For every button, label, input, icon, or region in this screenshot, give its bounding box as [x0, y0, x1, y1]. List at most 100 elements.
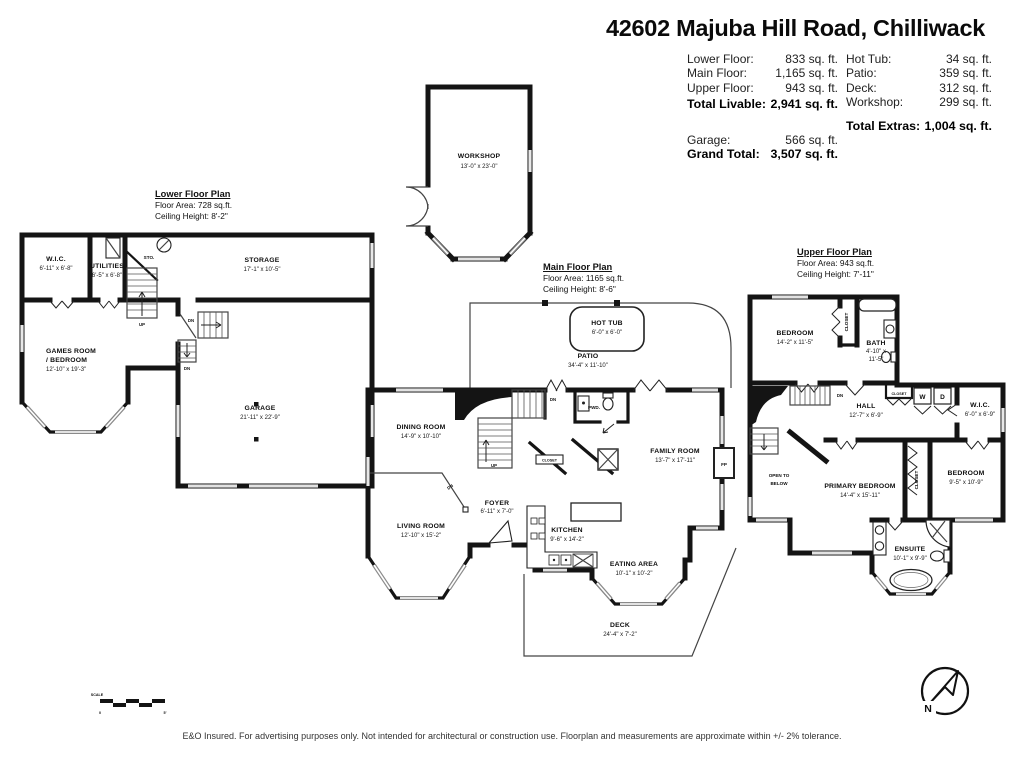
north-label: N [924, 703, 932, 715]
disclaimer-text: E&O Insured. For advertising purposes on… [182, 731, 842, 741]
upper-stairs-icon [749, 385, 831, 455]
room-label-bath: BATH [866, 340, 885, 347]
stat-upper-floor: Upper Floor:943 sq. ft. [687, 80, 838, 95]
upper-door-marks [794, 305, 991, 531]
stats-left-column: Lower Floor:833 sq. ft. Main Floor:1,165… [687, 52, 838, 162]
label-dn: DN [550, 397, 556, 402]
garage-post [254, 437, 259, 442]
room-dims-hot-tub: 6'-0" x 6'-0" [592, 330, 622, 336]
workshop-walls [424, 84, 534, 263]
room-dims-hall: 12'-7" x 6'-9" [849, 413, 883, 419]
label-dn: DN [837, 393, 843, 398]
room-label-bedroom2: BEDROOM [948, 470, 985, 477]
toilet-icon [929, 550, 945, 562]
stairs-up-icon [126, 267, 158, 319]
room-dims-kitchen: 9'-6" x 14'-2" [550, 537, 584, 543]
main-floor-header: Main Floor Plan Floor Area: 1165 sq.ft. … [543, 262, 625, 294]
room-dims-patio: 34'-4" x 11'-10" [568, 363, 608, 369]
deck-outline [523, 547, 737, 657]
room-label-hall-closet: CLOSET [892, 392, 908, 396]
svg-text:DN: DN [446, 483, 454, 491]
patio-post [614, 300, 620, 306]
room-dims-primary: 14'-4" x 15'-11" [840, 493, 880, 499]
living-dining-step: DN [370, 472, 469, 513]
room-dims-wic: 6'-11" x 6'-8" [39, 266, 72, 272]
room-dims-wic-upper: 6'-0" x 6'-9" [965, 412, 995, 418]
soaker-tub-icon [889, 568, 933, 592]
toilet-icon [880, 350, 892, 364]
stat-total-extras: Total Extras:1,004 sq. ft. [846, 119, 992, 134]
patio-post [542, 300, 548, 306]
room-label-family: FAMILY ROOM [650, 448, 700, 455]
room-dims-workshop: 13'-0" x 23'-0" [461, 164, 498, 170]
room-dims-bath-2: 11'-5" [869, 357, 884, 363]
room-label-closet2: CLOSET [914, 470, 919, 489]
room-label-storage: STORAGE [245, 257, 280, 264]
utility-tank-icon [105, 237, 172, 259]
room-dims-family: 13'-7" x 17'-11" [655, 458, 695, 464]
room-dims-bedroom2: 9'-5" x 10'-9" [949, 480, 983, 486]
room-dims-utilities: 6'-5" x 6'-8" [92, 273, 122, 279]
room-label-deck: DECK [610, 622, 630, 629]
room-label-wic: W.I.C. [46, 256, 66, 263]
room-label-wic-upper: W.I.C. [970, 402, 990, 409]
scale-label: SCALE [91, 693, 104, 697]
room-label-bedroom1: BEDROOM [777, 330, 814, 337]
stat-main-floor: Main Floor:1,165 sq. ft. [687, 66, 838, 81]
room-dims-storage: 17'-1" x 10'-5" [244, 267, 281, 273]
kitchen-fixtures [526, 502, 622, 569]
room-label-pwd: PWD. [588, 405, 600, 410]
room-dims-games: 12'-10" x 19'-3" [46, 367, 86, 373]
room-label-closet1: CLOSET [844, 312, 849, 331]
main-floor-plan: HOT TUB 6'-0" x 6'-0" PATIO 34'-4" x 11'… [365, 300, 737, 657]
stat-grand-total: Grand Total:3,507 sq. ft. [687, 147, 838, 162]
lower-door-marks [49, 300, 121, 309]
label-dn: DN [184, 366, 190, 371]
scale-bar: SCALE 0 5' [91, 693, 167, 715]
room-label-games-2: / BEDROOM [46, 357, 87, 364]
label-open-to-below-1: OPEN TO [769, 473, 790, 478]
kitchen-island [570, 502, 622, 522]
hall-closet-icon: CLOSET [535, 448, 619, 471]
main-door-marks [544, 378, 669, 434]
lower-windows [20, 243, 374, 488]
label-up: UP [139, 322, 145, 327]
upper-floor-plan: W D DN OPEN TO BELOW [747, 294, 1006, 596]
room-label-utilities: UTILITIES [90, 263, 124, 270]
sink-icon [885, 324, 895, 334]
stat-deck: Deck:312 sq. ft. [846, 80, 992, 95]
washer-dryer-icons: W D [913, 387, 952, 405]
dryer-icon: D [940, 394, 945, 401]
room-label-living: LIVING ROOM [397, 523, 445, 530]
room-dims-ensuite: 10'-1" x 9'-9" [893, 556, 927, 562]
label-up: UP [491, 463, 497, 468]
room-dims-eating: 10'-1" x 10'-2" [616, 571, 653, 577]
scale-end: 5' [164, 711, 167, 715]
svg-text:FP: FP [721, 462, 727, 467]
stat-patio: Patio:359 sq. ft. [846, 66, 992, 81]
room-dims-garage: 21'-11" x 22'-9" [240, 415, 280, 421]
ensuite-fixtures [872, 519, 951, 592]
room-label-kitchen: KITCHEN [551, 527, 583, 534]
room-dims-dining: 14'-9" x 10'-10" [401, 434, 441, 440]
label-open-to-below-2: BELOW [770, 481, 788, 486]
patio-outline [469, 302, 732, 390]
bath-fixtures [858, 298, 897, 364]
room-dims-deck: 24'-4" x 7'-2" [603, 632, 637, 638]
main-stairs-icon [455, 389, 546, 469]
room-label-games-1: GAMES ROOM [46, 348, 96, 355]
garage-post [254, 402, 259, 407]
room-dims-foyer: 6'-11" x 7'-0" [480, 509, 513, 515]
corner-shower-icon [925, 519, 951, 548]
upper-windows [748, 295, 1005, 596]
washer-icon: W [919, 394, 926, 401]
workshop-windows [431, 150, 532, 261]
stat-garage: Garage:566 sq. ft. [687, 133, 838, 148]
main-windows [366, 388, 724, 606]
room-label-primary: PRIMARY BEDROOM [824, 483, 895, 490]
lower-floor-plan: UP STO. DN DN W.I.C. 6'-11" x 6'-8" [19, 232, 375, 489]
page-title: 42602 Majuba Hill Road, Chilliwack [606, 15, 985, 41]
stat-lower-floor: Lower Floor:833 sq. ft. [687, 52, 838, 66]
